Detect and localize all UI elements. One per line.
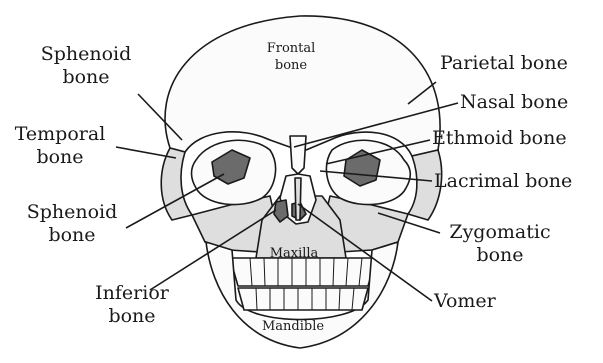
label-temporal-line2: bone [6, 146, 114, 169]
label-frontal-line1: Frontal [256, 40, 326, 57]
label-sphenoid-mid-line1: Sphenoid [16, 201, 128, 224]
label-zygomatic-line1: Zygomatic [440, 221, 560, 244]
label-sphenoid-mid-line2: bone [16, 224, 128, 247]
label-temporal-line1: Temporal [6, 123, 114, 146]
label-parietal: Parietal bone [440, 52, 568, 75]
label-temporal: Temporal bone [6, 123, 114, 169]
vomer-septum [295, 178, 301, 220]
label-inferior-line2: bone [80, 305, 184, 328]
nasal-bone-shape [290, 136, 306, 174]
label-frontal-line2: bone [256, 57, 326, 74]
label-mandible: Mandible [248, 318, 338, 335]
left-temporal-region [161, 148, 192, 220]
label-zygomatic: Zygomatic bone [440, 221, 560, 267]
label-inferior-line1: Inferior [80, 282, 184, 305]
label-sphenoid-top-line1: Sphenoid [30, 43, 142, 66]
label-vomer: Vomer [434, 290, 496, 313]
label-zygomatic-line2: bone [440, 244, 560, 267]
label-sphenoid-top-line2: bone [30, 66, 142, 89]
label-nasal: Nasal bone [460, 91, 568, 114]
label-frontal: Frontal bone [256, 40, 326, 74]
lower-teeth [238, 288, 368, 310]
label-sphenoid-top: Sphenoid bone [30, 43, 142, 89]
label-sphenoid-mid: Sphenoid bone [16, 201, 128, 247]
label-lacrimal: Lacrimal bone [434, 170, 572, 193]
label-ethmoid: Ethmoid bone [432, 127, 567, 150]
frontal-cranium [165, 16, 440, 156]
label-maxilla: Maxilla [254, 245, 334, 262]
label-inferior: Inferior bone [80, 282, 184, 328]
